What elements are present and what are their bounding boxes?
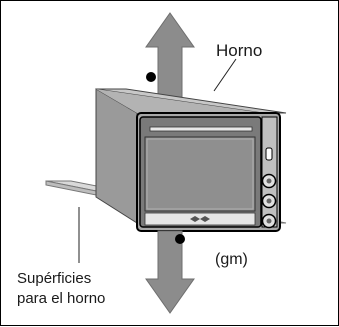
oven-logo-icon	[190, 216, 210, 222]
bottom-bullet-marker	[175, 234, 185, 244]
surface-label-line-1: Supérficies	[17, 270, 91, 287]
oven-knob-3-icon	[261, 213, 277, 229]
oven-indicator-light	[265, 147, 273, 161]
surface-label-line-2: para el horno	[17, 290, 105, 307]
oven-window	[144, 136, 256, 212]
oven-control-panel	[261, 116, 278, 228]
oven-door-handle	[149, 126, 253, 132]
top-bullet-marker	[146, 72, 156, 82]
oven	[95, 88, 287, 232]
oven-knob-2-icon	[261, 193, 277, 209]
up-arrow-icon	[145, 12, 195, 98]
down-arrow-icon	[145, 230, 195, 314]
oven-knob-1-icon	[261, 173, 277, 189]
oven-label-leader-line	[213, 58, 237, 92]
oven-label: Horno	[216, 41, 262, 60]
clearance-label: (gm)	[215, 251, 248, 268]
